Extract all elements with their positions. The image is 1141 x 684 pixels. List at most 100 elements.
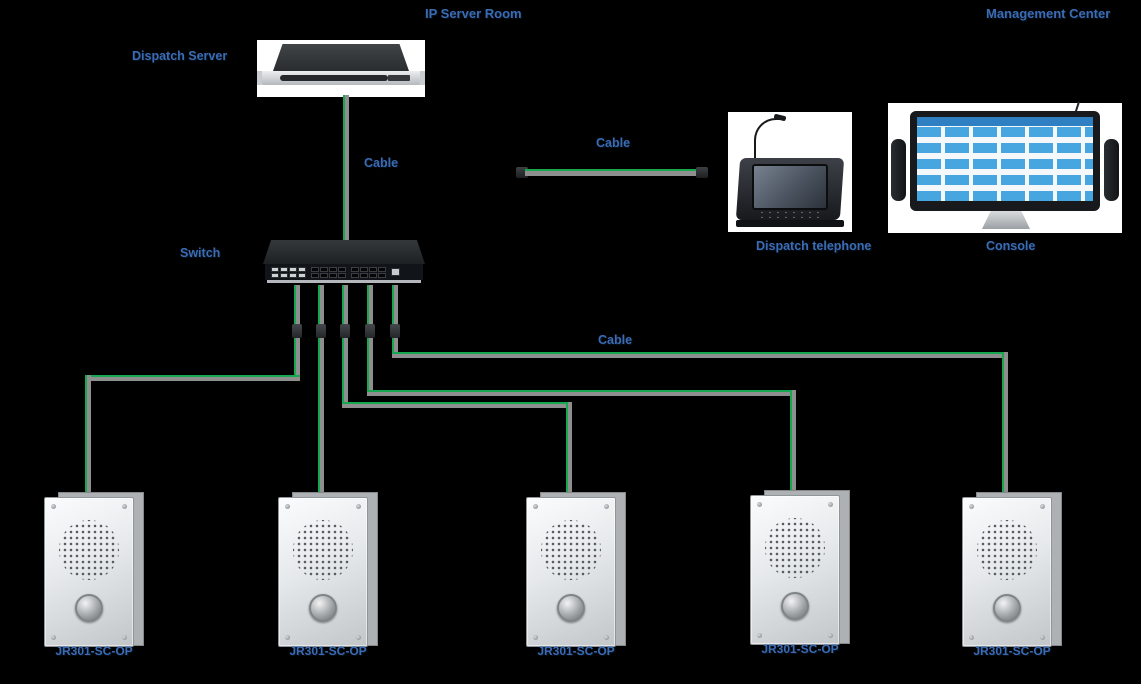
intercom-front-panel — [526, 497, 616, 647]
intercom-model-label: JR301-SC-OP — [973, 644, 1051, 658]
speaker-grille-icon — [977, 520, 1037, 580]
call-button-icon — [75, 594, 103, 622]
screw-icon — [533, 504, 538, 509]
screw-icon — [828, 633, 833, 638]
phone-keypad — [758, 210, 820, 218]
server-led-block — [388, 75, 410, 81]
screw-icon — [533, 635, 538, 640]
screw-icon — [828, 502, 833, 507]
screw-icon — [285, 504, 290, 509]
console-handset-left — [891, 139, 906, 201]
server-vent-strip — [280, 75, 388, 81]
intercom-front-panel — [750, 495, 840, 645]
screw-icon — [1040, 504, 1045, 509]
speaker-grille-icon — [541, 520, 601, 580]
speaker-grille-icon — [293, 520, 353, 580]
screw-icon — [604, 635, 609, 640]
console-screen-bezel — [910, 111, 1100, 211]
call-button-icon — [993, 594, 1021, 622]
cable-label-switch-dispatch: Cable — [596, 136, 631, 150]
cable-switch-to-dispatch — [516, 166, 708, 179]
screw-icon — [122, 635, 127, 640]
intercom-unit-1: JR301-SC-OP — [44, 492, 144, 658]
cable-run-1 — [85, 375, 91, 498]
server-rack-ear-right — [420, 71, 425, 85]
rj45-port-group — [271, 266, 306, 278]
call-button-icon — [557, 594, 585, 622]
dispatch-server-label: Dispatch Server — [132, 49, 228, 63]
intercom-front-panel — [962, 497, 1052, 647]
rj45-plug-icon — [316, 324, 326, 338]
rj45-plug-icon — [390, 324, 400, 338]
console-touchscreen — [917, 117, 1093, 201]
dispatch-server-image — [257, 40, 425, 97]
dispatch-telephone-image — [728, 112, 852, 232]
intercom-unit-2: JR301-SC-OP — [278, 492, 378, 658]
cable-run-5 — [392, 352, 1006, 358]
cable-label-server-switch: Cable — [364, 156, 399, 170]
intercom-model-label: JR301-SC-OP — [761, 642, 839, 656]
screw-icon — [285, 635, 290, 640]
cable-drop-5 — [392, 285, 398, 358]
cable-run-3 — [342, 402, 572, 408]
sfp-port-group — [311, 266, 346, 278]
screw-icon — [51, 504, 56, 509]
cable-label-switch-intercoms: Cable — [598, 333, 633, 347]
server-rack-ear-left — [257, 71, 262, 85]
rj45-plug-icon — [365, 324, 375, 338]
screw-icon — [122, 504, 127, 509]
console-stand — [982, 211, 1030, 229]
server-front-panel — [262, 71, 420, 85]
intercom-model-label: JR301-SC-OP — [289, 644, 367, 658]
uplink-port — [391, 268, 400, 276]
intercom-model-label: JR301-SC-OP — [55, 644, 133, 658]
intercom-unit-3: JR301-SC-OP — [526, 492, 626, 658]
rj45-plug-icon — [340, 324, 350, 338]
cable-drop-4 — [367, 285, 373, 396]
screw-icon — [604, 504, 609, 509]
intercom-front-panel — [44, 497, 134, 647]
call-button-icon — [781, 592, 809, 620]
phone-screen — [752, 164, 828, 210]
gooseneck-mic-icon — [754, 118, 782, 166]
console-screen-header — [917, 117, 1093, 126]
screw-icon — [1040, 635, 1045, 640]
cable-run-5 — [1002, 352, 1008, 495]
cable-server-to-switch — [343, 95, 349, 243]
console-handset-right — [1104, 139, 1119, 201]
console-label: Console — [986, 239, 1036, 253]
intercom-front-panel — [278, 497, 368, 647]
screw-icon — [969, 504, 974, 509]
speaker-grille-icon — [59, 520, 119, 580]
zone-label-management-center: Management Center — [986, 6, 1111, 21]
switch-base-edge — [267, 280, 421, 283]
cable-drop-3 — [342, 285, 348, 408]
rj45-plug-icon — [516, 167, 528, 178]
screw-icon — [757, 502, 762, 507]
cable-run-1 — [85, 375, 300, 381]
speaker-grille-icon — [765, 518, 825, 578]
server-chassis-top — [273, 44, 409, 71]
cable-run-3 — [566, 402, 572, 498]
screw-icon — [356, 504, 361, 509]
cable-run-4 — [790, 390, 796, 495]
intercom-unit-4: JR301-SC-OP — [750, 490, 850, 656]
screw-icon — [757, 633, 762, 638]
switch-label: Switch — [180, 246, 221, 260]
sfp-port-group — [351, 266, 386, 278]
call-button-icon — [309, 594, 337, 622]
zone-label-ip-server-room: IP Server Room — [425, 6, 522, 21]
rj45-plug-icon — [696, 167, 708, 178]
switch-image — [263, 240, 425, 286]
console-image — [888, 101, 1122, 233]
switch-front-panel — [265, 264, 423, 280]
screw-icon — [356, 635, 361, 640]
rj45-plug-icon — [292, 324, 302, 338]
cable-drop-2 — [318, 285, 324, 498]
cable-run-4 — [367, 390, 794, 396]
intercom-model-label: JR301-SC-OP — [537, 644, 615, 658]
intercom-unit-5: JR301-SC-OP — [962, 492, 1062, 658]
screw-icon — [51, 635, 56, 640]
screw-icon — [969, 635, 974, 640]
